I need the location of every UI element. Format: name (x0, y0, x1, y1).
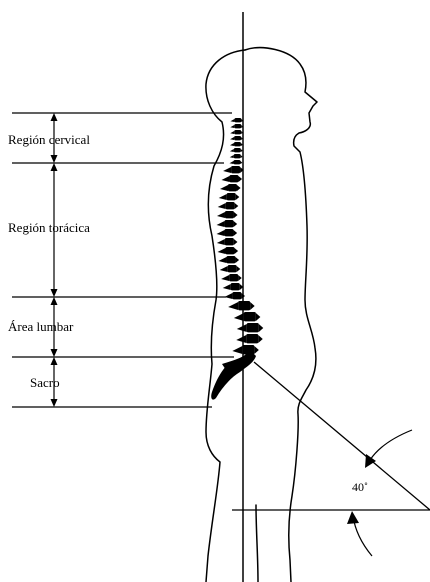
angle-arrow-upper (370, 430, 412, 460)
vertebra-process (230, 161, 234, 164)
vertebra (228, 265, 237, 272)
vertebra-process (217, 239, 225, 245)
vertebra-process (235, 257, 239, 263)
vertebra-process (220, 185, 228, 191)
vertebra-process (256, 313, 261, 321)
vertebra-process (234, 239, 238, 245)
vertebra-process (230, 137, 234, 140)
vertebra-process (236, 194, 240, 200)
vertebra (244, 312, 256, 321)
vertebra (238, 301, 250, 310)
arrowhead-up (51, 357, 58, 365)
vertebra-process (232, 346, 242, 354)
vertebra-process (230, 131, 234, 134)
vertebra-process (259, 324, 264, 332)
vertebra-process (228, 302, 238, 310)
vertebra (234, 130, 241, 134)
vertebra-process (230, 155, 234, 158)
label-cervical-region: Región cervical (8, 132, 90, 147)
vertebra-process (218, 203, 226, 209)
vertebra-process (218, 257, 226, 263)
vertebra (225, 211, 234, 218)
vertebra (234, 154, 241, 158)
vertebra-process (237, 185, 241, 191)
vertebra (229, 175, 238, 182)
vertebra-process (234, 212, 238, 218)
arrowhead-up (51, 113, 58, 121)
vertebra-process (230, 149, 234, 152)
arrowhead-down (51, 289, 58, 297)
vertebra-process (221, 275, 229, 281)
vertebra (234, 124, 241, 128)
vertebra-process (254, 346, 258, 354)
vertebra (234, 148, 241, 152)
vertebra (231, 166, 240, 173)
vertebra-process (236, 335, 246, 343)
vertebra (234, 160, 241, 164)
vertebra (247, 323, 259, 332)
vertebra-process (221, 176, 229, 182)
vertebra (226, 202, 235, 209)
vertebra-process (234, 248, 238, 254)
arrowhead-down (51, 155, 58, 163)
leg-contour (256, 505, 258, 582)
vertebra-process (238, 275, 242, 281)
label-sacrum-region: Sacro (30, 375, 60, 390)
vertebra-process (234, 221, 238, 227)
vertebra (234, 118, 241, 122)
vertebra (231, 283, 240, 290)
vertebra (246, 334, 258, 343)
body-silhouette (206, 48, 317, 582)
vertebra-process (230, 143, 234, 146)
vertebra (225, 220, 234, 227)
vertebra (227, 193, 236, 200)
angle-arrowhead-upper (365, 454, 376, 468)
vertebra-process (217, 212, 225, 218)
vertebra-process (219, 194, 227, 200)
vertebra-process (223, 284, 231, 290)
label-thoracic-region: Región torácica (8, 220, 90, 235)
angle-arrowhead-lower (347, 511, 359, 524)
vertebra-process (217, 248, 225, 254)
vertebra-process (250, 302, 255, 310)
vertebra (225, 238, 234, 245)
region-dimensions (12, 113, 234, 407)
angle-value-label: 40˚ (352, 480, 368, 494)
label-lumbar-region: Área lumbar (8, 319, 74, 334)
pelvic-angle: 40˚ (232, 362, 430, 556)
arrowhead-up (51, 297, 58, 305)
arrowhead-up (51, 163, 58, 171)
vertebra-process (241, 161, 243, 164)
vertebra-process (223, 167, 231, 173)
vertebra (232, 292, 241, 299)
arrowhead-down (51, 399, 58, 407)
vertebra-process (217, 221, 225, 227)
vertebra-process (237, 266, 241, 272)
vertebra-process (238, 176, 242, 182)
vertebra-process (230, 125, 234, 128)
vertebra (228, 184, 237, 191)
vertebra-process (217, 230, 225, 236)
vertebra-process (235, 203, 239, 209)
vertebra-process (234, 230, 238, 236)
vertebra-process (230, 119, 234, 122)
vertebra (234, 136, 241, 140)
vertebra-process (237, 324, 247, 332)
vertebra-process (224, 293, 232, 299)
vertebra (229, 274, 238, 281)
vertebra-process (258, 335, 263, 343)
vertebra (225, 247, 234, 254)
vertebra (234, 142, 241, 146)
arrowhead-down (51, 349, 58, 357)
vertebra-process (220, 266, 228, 272)
vertebra (226, 256, 235, 263)
vertebra-process (234, 313, 244, 321)
sacral-inclination-line (254, 362, 430, 510)
vertebra (225, 229, 234, 236)
